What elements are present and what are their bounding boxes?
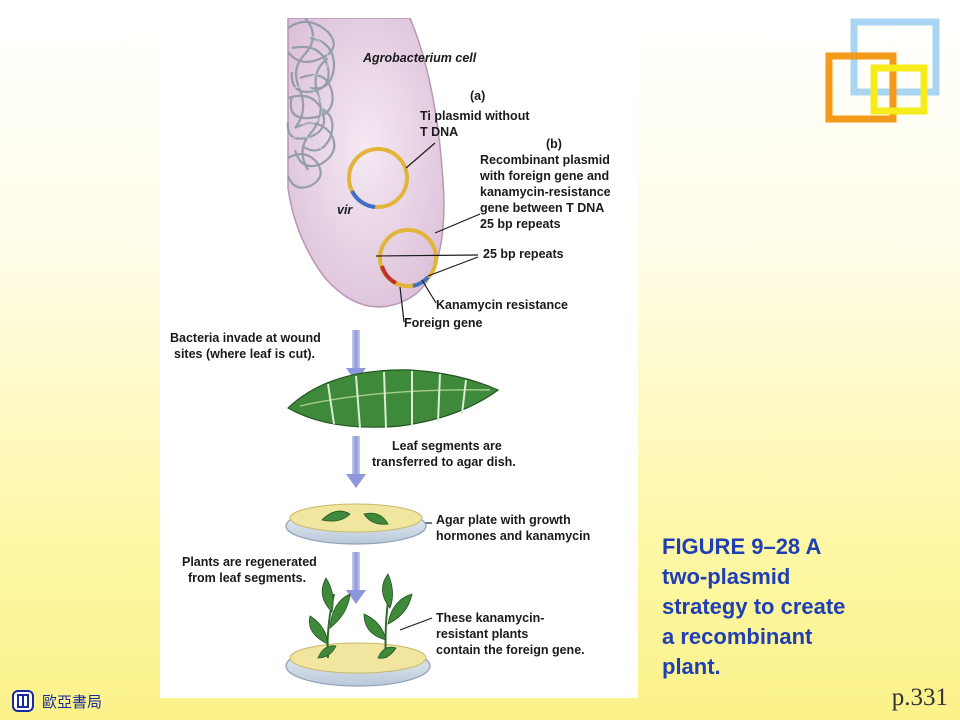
figure-panel: Agrobacterium cell (a) Ti plasmid withou… — [160, 18, 638, 698]
publisher-name: 歐亞書局 — [42, 692, 103, 711]
label-step-transfer: Leaf segments are transferred to agar di… — [372, 439, 516, 469]
chromosome-tangle — [286, 18, 336, 189]
plant-left — [309, 577, 351, 659]
plant-right — [363, 573, 413, 659]
agar-plate-2 — [285, 573, 431, 687]
label-foreign-gene: Foreign gene — [404, 316, 483, 330]
label-agrobacterium-cell: Agrobacterium cell — [362, 51, 477, 65]
page-number: p.331 — [891, 684, 948, 711]
agar-plate-1 — [285, 503, 427, 545]
label-vir: vir — [337, 203, 353, 217]
label-ti-plasmid: Ti plasmid without T DNA — [420, 109, 533, 139]
arrow-2 — [346, 436, 366, 488]
label-recombinant-plasmid: Recombinant plasmid with foreign gene an… — [479, 153, 614, 231]
diagram: Agrobacterium cell (a) Ti plasmid withou… — [170, 18, 614, 687]
label-kanamycin-resistance: Kanamycin resistance — [436, 298, 568, 312]
label-25bp-repeats: 25 bp repeats — [483, 247, 564, 261]
label-resistant-plants: These kanamycin- resistant plants contai… — [436, 611, 585, 657]
square-orange — [825, 52, 897, 123]
recombinant-plasmid — [378, 228, 438, 289]
label-agar-plate: Agar plate with growth hormones and kana… — [436, 513, 590, 543]
agrobacterium-cell — [286, 18, 445, 308]
arrow-3 — [346, 552, 366, 604]
caption-line: strategy to create — [662, 594, 846, 619]
caption-line: a recombinant — [662, 624, 813, 649]
caption-line: two-plasmid — [662, 564, 791, 589]
label-step-regenerate: Plants are regenerated from leaf segment… — [182, 555, 320, 585]
caption-line: FIGURE 9–28 A — [662, 534, 822, 559]
leaf — [287, 369, 500, 429]
label-part-b: (b) — [546, 137, 562, 151]
publisher-logo-icon — [12, 690, 34, 712]
figure-caption: FIGURE 9–28 A two-plasmid strategy to cr… — [662, 532, 912, 682]
label-step-invade: Bacteria invade at wound sites (where le… — [170, 331, 324, 361]
ti-plasmid — [347, 147, 409, 209]
square-yellow — [870, 64, 928, 115]
publisher-footer: 歐亞書局 — [12, 690, 102, 712]
decorative-squares — [825, 18, 940, 123]
caption-line: plant. — [662, 654, 721, 679]
label-part-a: (a) — [470, 89, 485, 103]
